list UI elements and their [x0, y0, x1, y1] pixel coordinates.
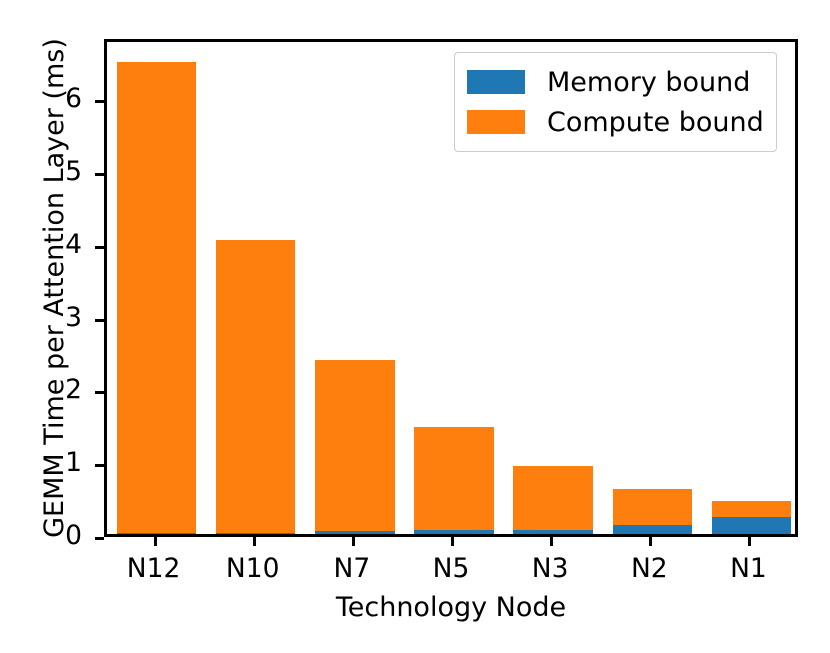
x-axis-tick-label: N12: [126, 553, 181, 584]
bars-layer: [107, 42, 795, 534]
y-axis-tick-mark: [95, 172, 104, 176]
y-axis-tick-mark: [95, 100, 104, 104]
y-axis-tick-label: 0: [65, 520, 82, 551]
x-axis-tick-mark: [748, 537, 752, 546]
x-axis-tick-label: N2: [630, 553, 668, 584]
x-axis-tick-mark: [550, 537, 554, 546]
bar-segment-memory-bound: [414, 530, 494, 534]
legend-swatch: [467, 70, 525, 94]
bar-segment-memory-bound: [513, 529, 593, 534]
y-axis-tick-label: 6: [65, 83, 82, 115]
bar-segment-memory-bound: [612, 525, 692, 534]
y-axis-tick-mark: [95, 318, 104, 322]
bar-group: [414, 427, 494, 534]
x-axis-tick-mark: [252, 537, 256, 546]
y-axis-tick-mark: [95, 245, 104, 249]
bar-segment-memory-bound: [216, 533, 296, 534]
y-axis-tick-label: 1: [65, 447, 82, 479]
bar-group: [612, 488, 692, 534]
x-axis-tick-mark: [649, 537, 653, 546]
bar-segment-compute-bound: [711, 501, 792, 518]
bar-segment-memory-bound: [711, 517, 792, 534]
bar-segment-compute-bound: [612, 488, 692, 526]
bar-segment-memory-bound: [116, 533, 197, 534]
legend-label: Memory bound: [547, 66, 751, 98]
bar-group: [711, 501, 792, 534]
legend-item: Compute bound: [467, 102, 764, 142]
y-axis-tick-label: 4: [65, 228, 82, 260]
legend-swatch: [467, 110, 525, 134]
x-axis-tick-label: N5: [432, 553, 470, 584]
y-axis-tick-label: 2: [65, 374, 82, 406]
legend-item: Memory bound: [467, 62, 764, 102]
x-axis-tick-mark: [451, 537, 454, 546]
x-axis-tick-label: N7: [333, 553, 371, 584]
bar-group: [116, 62, 197, 534]
x-axis-tick-mark: [351, 537, 355, 546]
bar-group: [315, 360, 395, 534]
y-axis-tick-mark: [95, 391, 104, 395]
x-axis-tick-mark: [153, 537, 157, 546]
bar-segment-memory-bound: [315, 531, 395, 534]
bar-group: [513, 466, 593, 534]
x-axis-tick-label: N10: [225, 553, 280, 584]
y-axis-tick-label: 3: [65, 301, 82, 333]
bar-segment-compute-bound: [216, 239, 296, 534]
bar-segment-compute-bound: [513, 466, 593, 530]
x-axis-title: Technology Node: [335, 592, 567, 623]
legend-label: Compute bound: [547, 106, 764, 138]
x-axis-tick-label: N3: [531, 553, 569, 584]
y-axis-tick-mark: [95, 537, 104, 540]
bar-segment-compute-bound: [414, 427, 494, 531]
y-axis-tick-mark: [95, 464, 104, 468]
y-axis-tick-label: 5: [65, 155, 82, 187]
bar-group: [216, 239, 296, 534]
bar-segment-compute-bound: [116, 62, 197, 534]
bar-segment-compute-bound: [315, 360, 395, 532]
x-axis-tick-label: N1: [730, 553, 767, 584]
